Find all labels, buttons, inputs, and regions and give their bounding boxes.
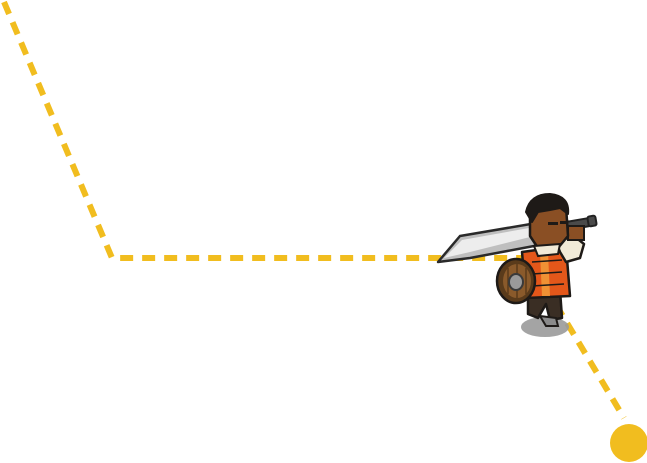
character-boots — [538, 314, 560, 327]
swordsman-character-icon[interactable] — [436, 193, 598, 337]
goal-circle-icon[interactable] — [610, 424, 647, 462]
shield-icon — [495, 257, 537, 305]
movement-path — [1, 0, 627, 420]
character-hair — [525, 193, 570, 223]
